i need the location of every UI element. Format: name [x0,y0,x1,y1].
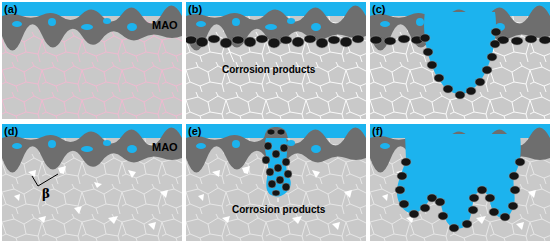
product-label: Corrosion products [232,204,325,215]
panel-letter: (b) [188,3,202,15]
panel-letter: (e) [188,125,201,137]
layer-label: MAO [152,141,178,153]
layer-label: MAO [152,19,178,31]
product-label: Corrosion products [222,64,315,75]
panel-letter: (a) [4,3,17,15]
panel-letter: (c) [372,3,385,15]
phase-label: β [42,188,50,201]
panel-letter: (f) [372,125,383,137]
panel-letter: (d) [4,125,18,137]
